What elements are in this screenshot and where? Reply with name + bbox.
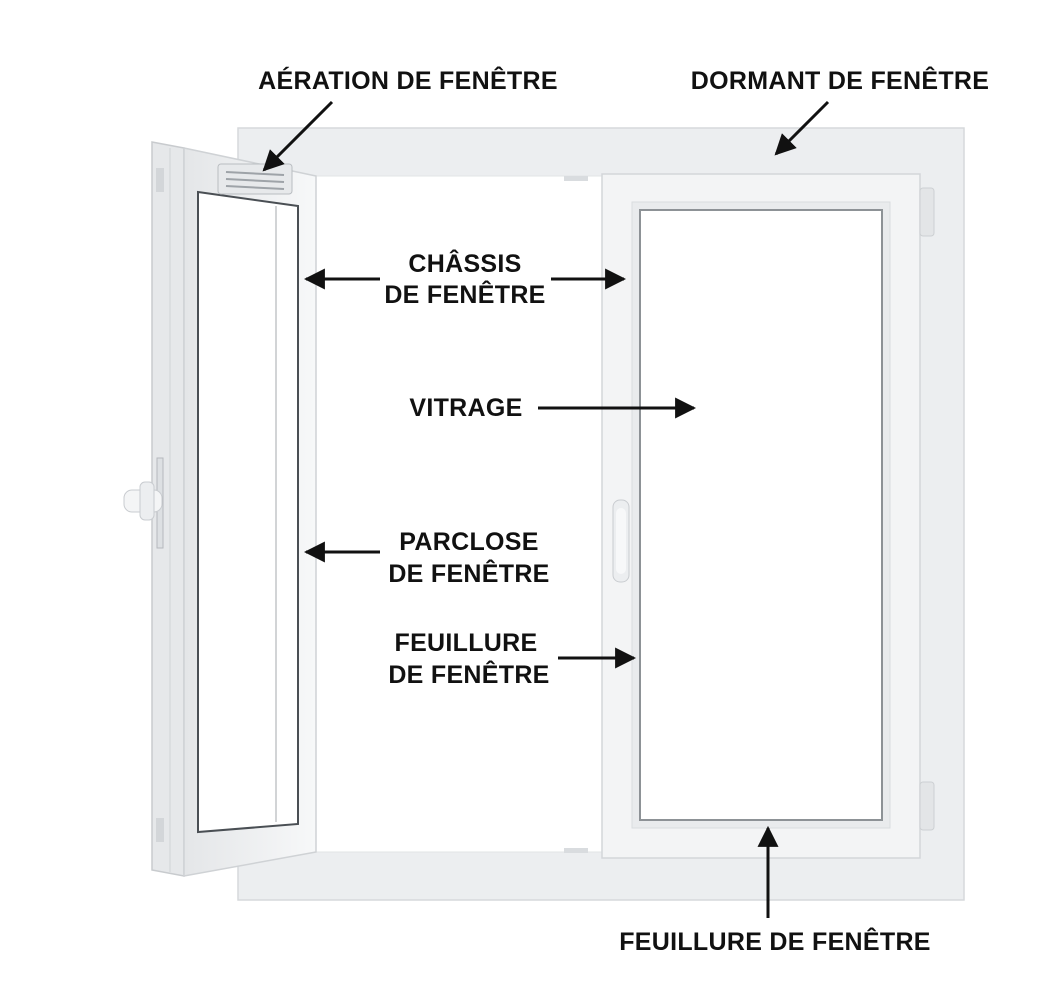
- label-feuillure-line2: DE FENÊTRE: [388, 659, 549, 689]
- left-handle-icon: [123, 481, 163, 521]
- right-handle-icon: [612, 499, 630, 583]
- annotation-labels: AÉRATION DE FENÊTRE DORMANT DE FENÊTRE C…: [258, 65, 989, 956]
- left-sash-open: [123, 141, 317, 877]
- label-feuillure-bottom: FEUILLURE DE FENÊTRE: [619, 926, 931, 956]
- label-vitrage: VITRAGE: [409, 394, 522, 422]
- label-parclose-line2: DE FENÊTRE: [388, 558, 549, 588]
- label-feuillure-line1: FEUILLURE: [395, 629, 538, 657]
- arrow-dormant: [774, 100, 830, 156]
- arrow-aeration: [262, 100, 334, 172]
- label-dormant: DORMANT DE FENÊTRE: [691, 65, 989, 95]
- label-parclose-line1: PARCLOSE: [399, 528, 538, 556]
- label-aeration: AÉRATION DE FENÊTRE: [258, 65, 558, 95]
- hinge-top-icon: [919, 187, 935, 237]
- label-chassis-line2: DE FENÊTRE: [384, 279, 545, 309]
- hinge-left-bottom-icon: [156, 818, 164, 842]
- annotation-arrows: [262, 100, 830, 918]
- hinge-bottom-icon: [919, 781, 935, 831]
- right-sash: [601, 173, 935, 859]
- label-chassis-line1: CHÂSSIS: [408, 248, 521, 278]
- hinge-left-top-icon: [156, 168, 164, 192]
- vent-grille-icon: [217, 163, 293, 195]
